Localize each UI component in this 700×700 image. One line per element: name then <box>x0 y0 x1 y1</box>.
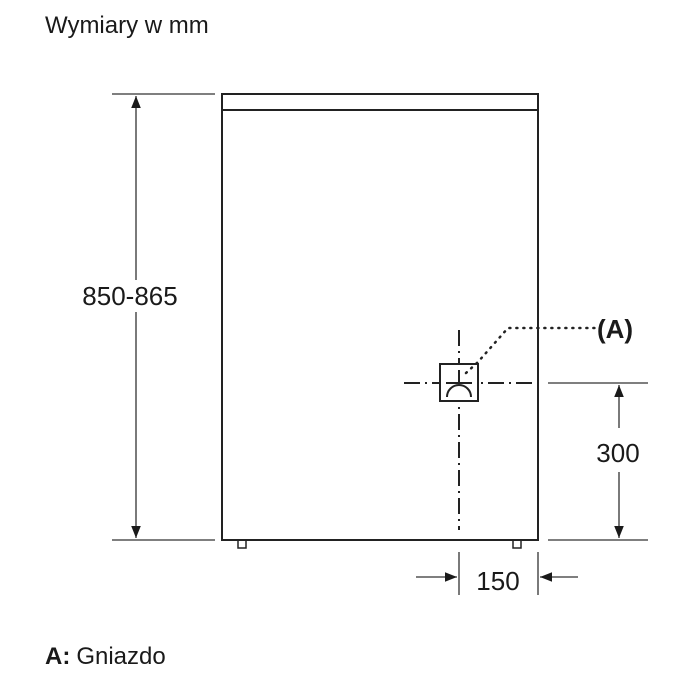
socket-offset-dimension <box>416 552 578 595</box>
socket-centerlines <box>404 330 533 530</box>
height-label: 850-865 <box>82 281 177 311</box>
legend-key: A: <box>45 643 70 670</box>
callout-label: (A) <box>597 314 633 344</box>
appliance-outline <box>221 93 539 549</box>
socket-icon <box>439 363 479 402</box>
socket-height-label: 300 <box>596 438 639 468</box>
socket-offset-label: 150 <box>476 566 519 596</box>
foot-left <box>237 539 247 549</box>
legend: A:Gniazdo <box>45 643 166 670</box>
socket-height-dimension <box>548 382 648 541</box>
foot-right <box>512 539 522 549</box>
height-dimension <box>112 93 215 541</box>
legend-label: Gniazdo <box>76 643 165 670</box>
diagram-title: Wymiary w mm <box>45 12 209 39</box>
callout-leader <box>464 326 598 375</box>
